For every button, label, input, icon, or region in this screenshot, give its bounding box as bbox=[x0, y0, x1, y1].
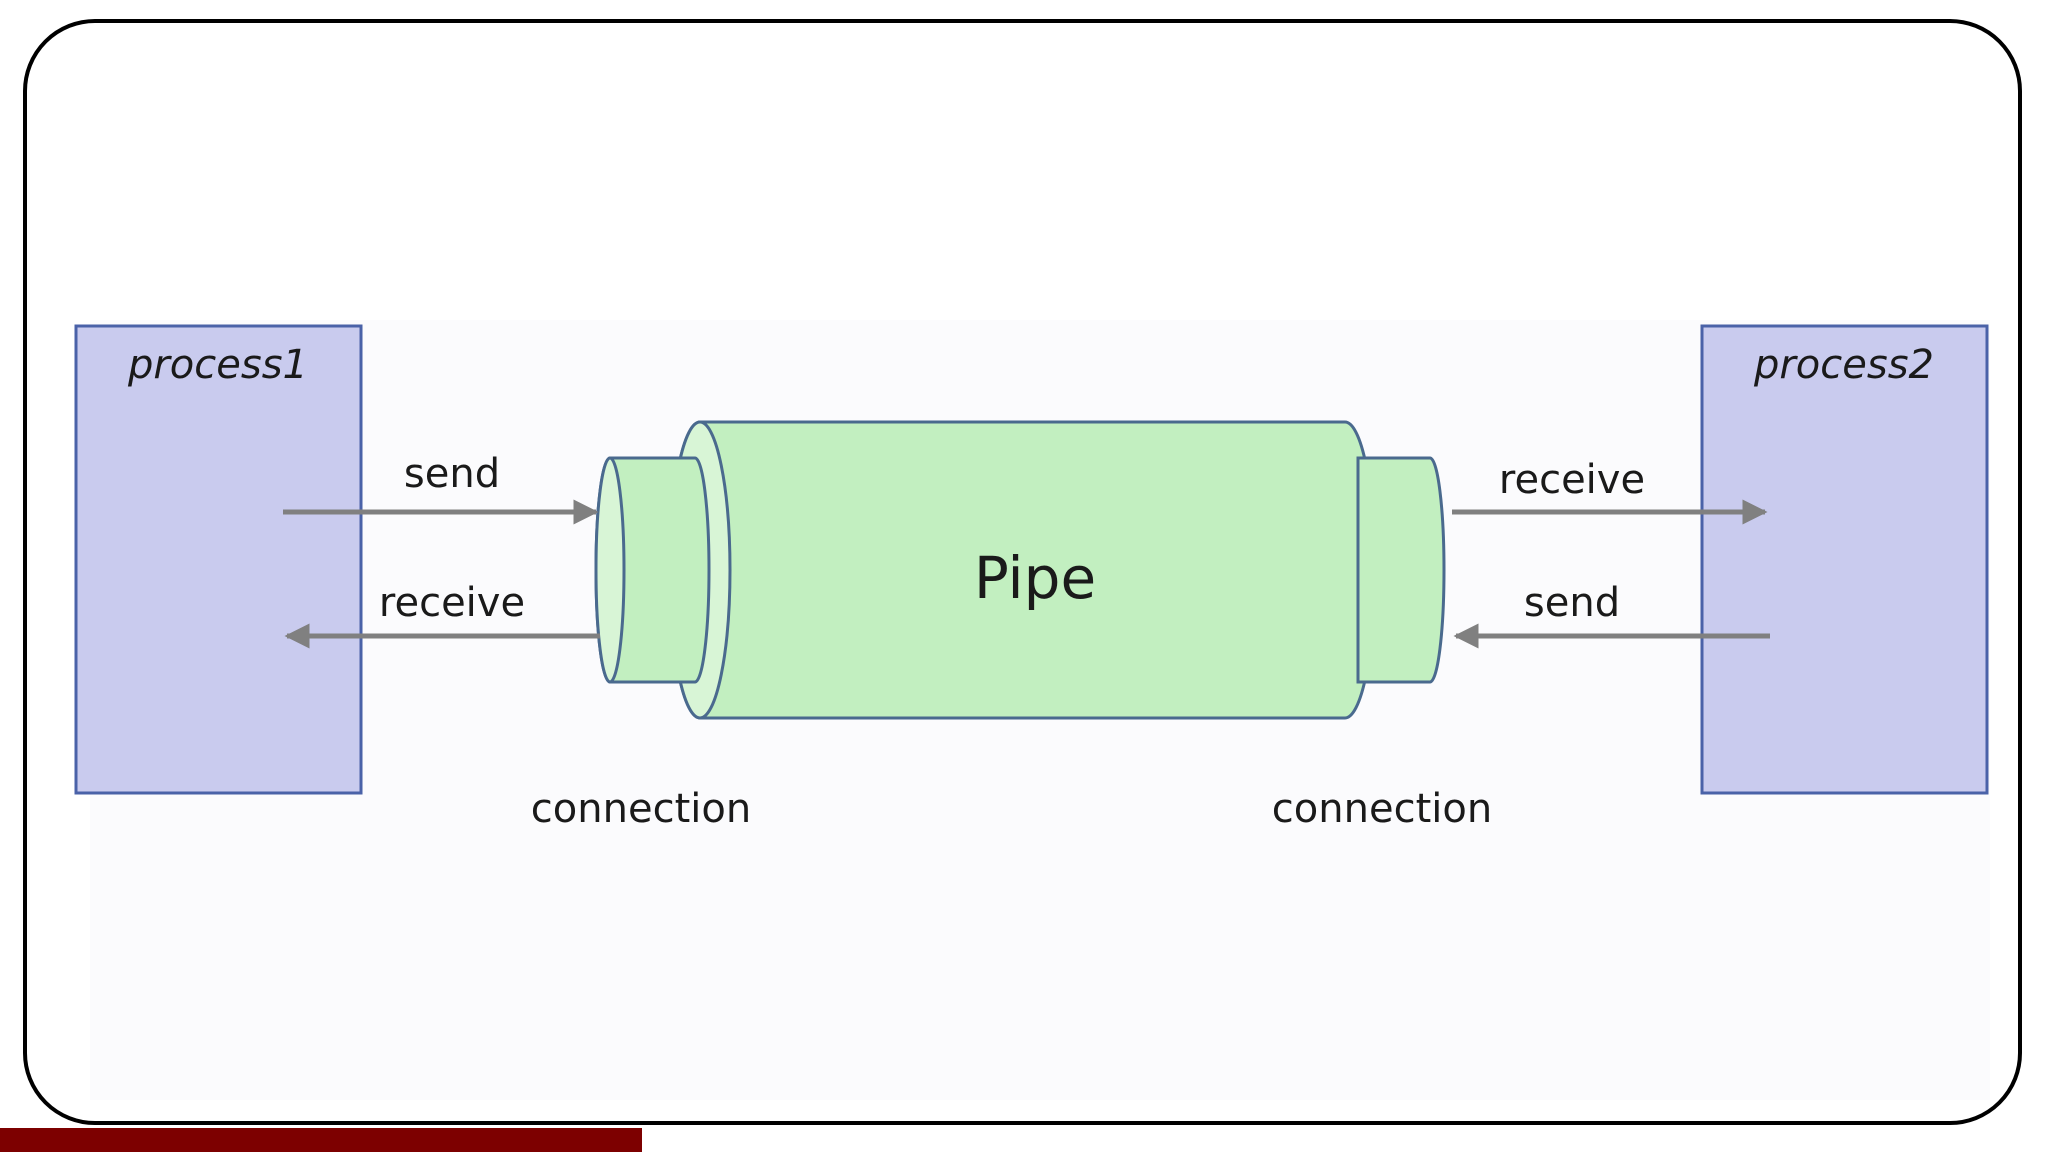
footer-accent-bar bbox=[0, 1128, 642, 1152]
connection-left-shape bbox=[594, 456, 711, 684]
process1-label: process1 bbox=[127, 342, 308, 388]
pipe-label: Pipe bbox=[974, 544, 1096, 612]
pipe-cylinder: Pipe bbox=[668, 420, 1377, 720]
receive-label-left: receive bbox=[379, 580, 525, 626]
connection-label-right: connection bbox=[1272, 786, 1492, 832]
receive-label-right: receive bbox=[1499, 457, 1645, 503]
process1-box: process1 bbox=[74, 324, 363, 795]
send-label-right: send bbox=[1524, 580, 1620, 626]
send-label-left: send bbox=[404, 451, 500, 497]
connection-right-shape bbox=[1356, 456, 1446, 684]
connection-label-left: connection bbox=[531, 786, 751, 832]
process2-box: process2 bbox=[1700, 324, 1989, 795]
process2-label: process2 bbox=[1753, 342, 1934, 388]
